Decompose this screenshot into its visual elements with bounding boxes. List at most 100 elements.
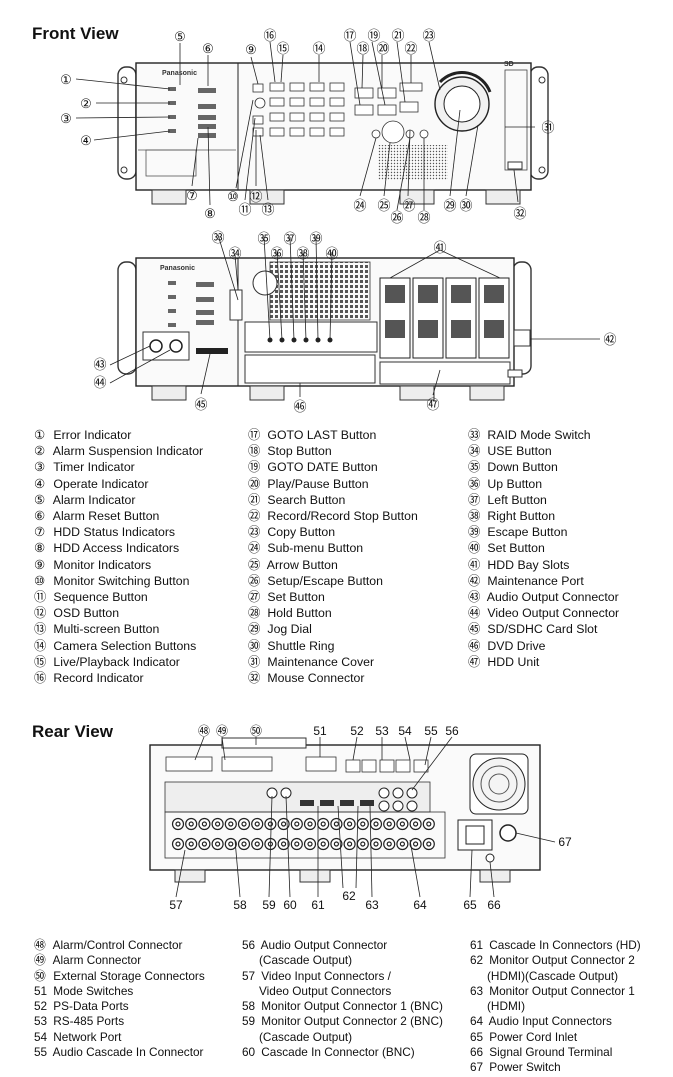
legend-label: Multi-screen Button <box>53 622 160 637</box>
legend-item: ㊾ Alarm Connector <box>34 953 205 968</box>
callout-43: ㊸ <box>93 357 106 372</box>
bnc-connector-pin <box>267 821 273 827</box>
legend-label: HDD Status Indicators <box>53 525 176 540</box>
legend-number: 52 <box>34 999 48 1014</box>
bnc-connector-pin <box>188 821 194 827</box>
legend-item: 52 PS-Data Ports <box>34 999 205 1014</box>
legend-label: Monitor Indicators <box>53 557 152 572</box>
legend-item: 61 Cascade In Connectors (HD) <box>470 938 641 953</box>
legend-number: ㊾ <box>34 953 46 968</box>
bnc-connector-pin <box>386 841 392 847</box>
legend-label: (HDMI) <box>487 999 526 1014</box>
bnc-connector-pin <box>254 821 260 827</box>
legend-label: Monitor Output Connector 2 <box>489 953 635 968</box>
legend-number: ㉝ <box>468 428 481 442</box>
legend-label: Copy Button <box>267 525 336 540</box>
callout-56: 56 <box>445 724 459 738</box>
legend-label: Down Button <box>487 460 558 475</box>
legend-number: ⑧ <box>34 541 46 556</box>
bnc-connector-pin <box>188 841 194 847</box>
rear-view-title: Rear View <box>32 722 113 741</box>
bnc-connector-pin <box>215 841 221 847</box>
bnc-connector-pin <box>175 841 181 847</box>
legend-item: ㊲ Left Button <box>468 492 619 508</box>
callout-50: ㊿ <box>250 724 262 738</box>
callout-61: 61 <box>311 898 325 912</box>
legend-label: RS-485 Ports <box>53 1014 125 1029</box>
legend-item: ㊸ Audio Output Connector <box>468 589 619 605</box>
callout-54: 54 <box>398 724 412 738</box>
callout-57: 57 <box>169 898 183 912</box>
legend-label: RAID Mode Switch <box>487 428 591 442</box>
bnc-connector-pin <box>175 821 181 827</box>
legend-label: Left Button <box>487 492 547 507</box>
legend-number: ⑳ <box>248 476 261 491</box>
legend-number: ⑤ <box>34 492 46 507</box>
callout-3: ③ <box>60 111 72 126</box>
callout-14: ⑭ <box>312 41 325 56</box>
legend-item: 63 Monitor Output Connector 1 <box>470 984 641 999</box>
legend-label: OSD Button <box>53 606 120 621</box>
legend-label: Monitor Switching Button <box>53 573 190 588</box>
front-view-figure: ① ② ③ ④ ⑤ ⑥ ⑦ ⑧ ⑨ ⑩ ⑪ ⑫ ⑬ ⑭ ⑮ ⑯ ⑰ ⑱ ⑲ ⑳ … <box>60 28 554 225</box>
bnc-connector-pin <box>399 821 405 827</box>
legend-item: ⑩ Monitor Switching Button <box>34 573 203 589</box>
callout-4: ④ <box>80 133 92 148</box>
callout-29: ㉙ <box>443 198 456 213</box>
legend-item: 65 Power Cord Inlet <box>470 1030 641 1045</box>
callout-62: 62 <box>342 889 356 903</box>
bnc-connector-pin <box>294 841 300 847</box>
callout-10: ⑩ <box>227 189 239 204</box>
legend-item: 55 Audio Cascade In Connector <box>34 1045 205 1060</box>
callout-37: ㊲ <box>283 231 296 246</box>
callout-39: ㊴ <box>309 231 322 246</box>
legend-label: Mode Switches <box>53 983 134 998</box>
legend-label: Right Button <box>487 509 556 524</box>
callout-26: ㉖ <box>390 210 403 225</box>
legend-number: ㊺ <box>468 622 481 637</box>
legend-number: ㉟ <box>468 460 481 475</box>
legend-number: ㊳ <box>468 509 481 524</box>
legend-item: ㉟ Down Button <box>468 459 619 475</box>
callout-66: 66 <box>487 898 501 912</box>
legend-label: Shuttle Ring <box>267 638 335 653</box>
legend-label: Set Button <box>487 541 545 556</box>
callout-12: ⑫ <box>249 189 262 204</box>
legend-label: USE Button <box>487 444 552 459</box>
legend-item: ③ Timer Indicator <box>34 459 203 475</box>
bnc-connector-pin <box>333 821 339 827</box>
legend-number: ① <box>34 428 46 442</box>
legend-label: Alarm Indicator <box>52 492 136 507</box>
legend-item: ⑤ Alarm Indicator <box>34 492 203 508</box>
legend-label: Sub-menu Button <box>267 541 364 556</box>
legend-item: ㊼ HDD Unit <box>468 654 619 670</box>
legend-item: ㉔ Sub-menu Button <box>248 540 418 556</box>
bnc-connector-pin <box>241 821 247 827</box>
bnc-connector-pin <box>360 821 366 827</box>
bnc-connector-pin <box>360 841 366 847</box>
legend-item: 64 Audio Input Connectors <box>470 1014 641 1029</box>
callout-64: 64 <box>413 898 427 912</box>
bnc-connector-pin <box>373 841 379 847</box>
front-brand-logo: Panasonic <box>162 70 197 77</box>
legend-label: HDD Unit <box>487 654 540 669</box>
legend-label: Set Button <box>267 590 325 605</box>
legend-number: ⑫ <box>34 606 47 621</box>
legend-item: 56 Audio Output Connector <box>242 938 443 953</box>
legend-label: Operate Indicator <box>53 476 149 491</box>
legend-item: ⑳ Play/Pause Button <box>248 476 418 492</box>
legend-item: ㉜ Mouse Connector <box>248 670 418 686</box>
callout-32: ㉜ <box>513 206 526 221</box>
bnc-connector-pin <box>347 821 353 827</box>
legend-label: Monitor Output Connector 2 (BNC) <box>261 1014 443 1029</box>
legend-item: ⑰ GOTO LAST Button <box>248 427 418 443</box>
legend-item: ① Error Indicator <box>34 427 203 443</box>
legend-number: ③ <box>34 460 46 475</box>
legend-label: Alarm/Control Connector <box>52 938 183 952</box>
legend-label: Video Input Connectors / <box>261 968 391 983</box>
legend-item: ⑫ OSD Button <box>34 605 203 621</box>
bnc-connector-pin <box>215 821 221 827</box>
callout-46: ㊻ <box>293 399 306 414</box>
